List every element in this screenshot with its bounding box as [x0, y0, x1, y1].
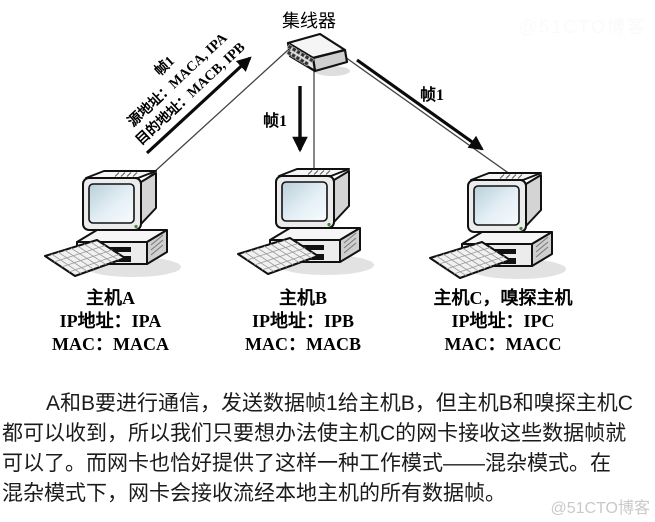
host-c-ip: IP地址：IPC	[451, 311, 555, 331]
host-c-mac: MAC：MACC	[444, 334, 562, 354]
frame-arrow-hub-to-host-c	[356, 58, 484, 151]
frame1-label-middle: 帧1	[263, 113, 288, 130]
pc-host-c	[429, 172, 567, 280]
paragraph-line: A和B要进行通信，发送数据帧1给主机B，但主机B和嗅探主机C	[46, 392, 633, 415]
paragraph-line: 可以了。而网卡也恰好提供了这样一种工作模式——混杂模式。在	[2, 452, 611, 475]
frame-arrow-host-a-to-hub	[145, 56, 252, 155]
watermark-faint: @51CTO博客	[519, 17, 647, 37]
host-b-mac: MAC：MACB	[245, 334, 361, 354]
host-a-name: 主机A	[86, 288, 135, 308]
host-b-labels: 主机B IP地址：IPB MAC：MACB	[198, 287, 408, 356]
pc-host-a	[44, 170, 182, 278]
host-b-ip: IP地址：IPB	[251, 311, 354, 331]
host-a-ip: IP地址：IPA	[59, 311, 162, 331]
host-c-labels: 主机C，嗅探主机 IP地址：IPC MAC：MACC	[390, 287, 616, 356]
cable-hub-to-host-c	[344, 56, 515, 178]
hub-label: 集线器	[282, 11, 336, 31]
host-c-name: 主机C，嗅探主机	[433, 288, 573, 308]
pc-host-b	[237, 168, 375, 276]
frame1-label-right: 帧1	[420, 87, 445, 104]
paragraph-line: 都可以收到，所以我们只要想办法使主机C的网卡接收这些数据帧就	[2, 422, 627, 445]
cable-hub-to-host-a	[140, 49, 289, 185]
paragraph-line: 混杂模式下，网卡会接收流经本地主机的所有数据帧。	[2, 482, 506, 505]
host-a-mac: MAC：MACA	[52, 334, 169, 354]
watermark: @51CTO博客	[550, 500, 650, 517]
hub-device	[286, 32, 350, 76]
host-a-labels: 主机A IP地址：IPA MAC：MACA	[8, 287, 213, 356]
network-topology-diagram	[44, 32, 567, 280]
explanation-paragraph: A和B要进行通信，发送数据帧1给主机B，但主机B和嗅探主机C 都可以收到，所以我…	[2, 389, 653, 509]
host-b-name: 主机B	[278, 288, 327, 308]
